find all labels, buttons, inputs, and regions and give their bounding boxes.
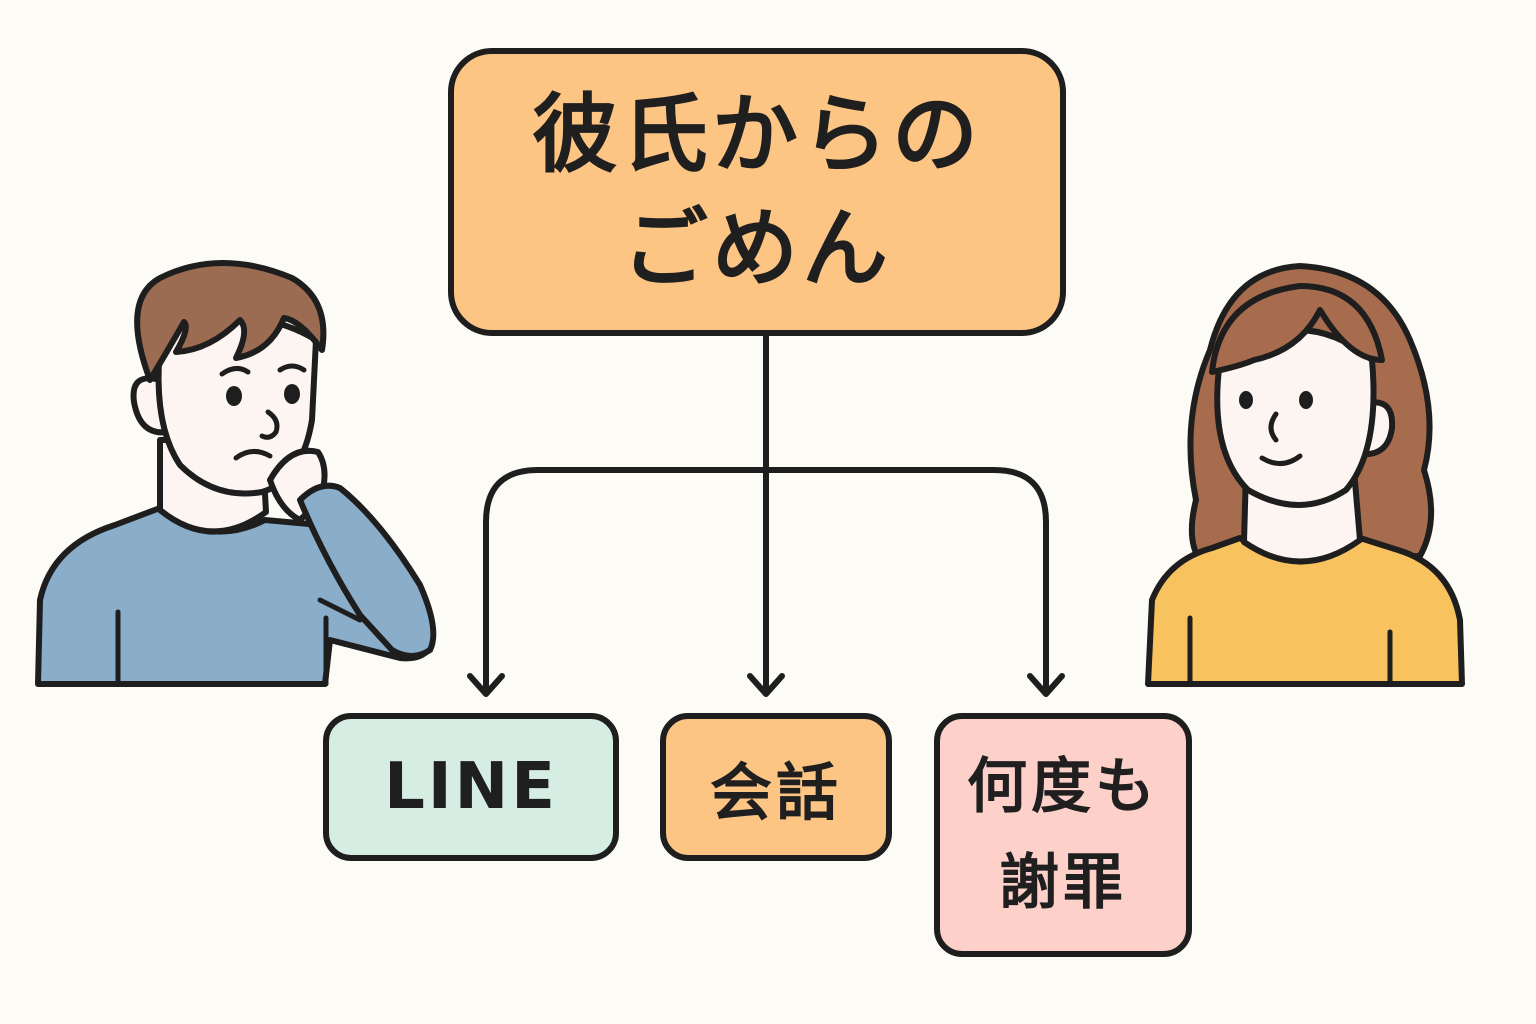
arrowhead-right (1027, 673, 1065, 697)
branch-line-left (483, 467, 769, 695)
arrowhead-middle (747, 673, 785, 697)
branch-box-line: LINE (323, 713, 619, 861)
title-box: 彼氏からの ごめん (448, 48, 1066, 336)
branch-label-apology-2: 謝罪 (999, 848, 1127, 918)
branch-box-apology: 何度も 謝罪 (934, 713, 1192, 957)
title-line-2: ごめん (622, 199, 892, 299)
arrowhead-left (467, 673, 505, 697)
branch-label-line: LINE (384, 750, 558, 824)
branch-line-right (763, 467, 1049, 695)
branch-box-kaiwa: 会話 (660, 713, 892, 861)
title-line-1: 彼氏からの (532, 85, 982, 185)
branch-label-apology-1: 何度も (967, 752, 1159, 822)
branch-label-kaiwa: 会話 (709, 756, 842, 829)
